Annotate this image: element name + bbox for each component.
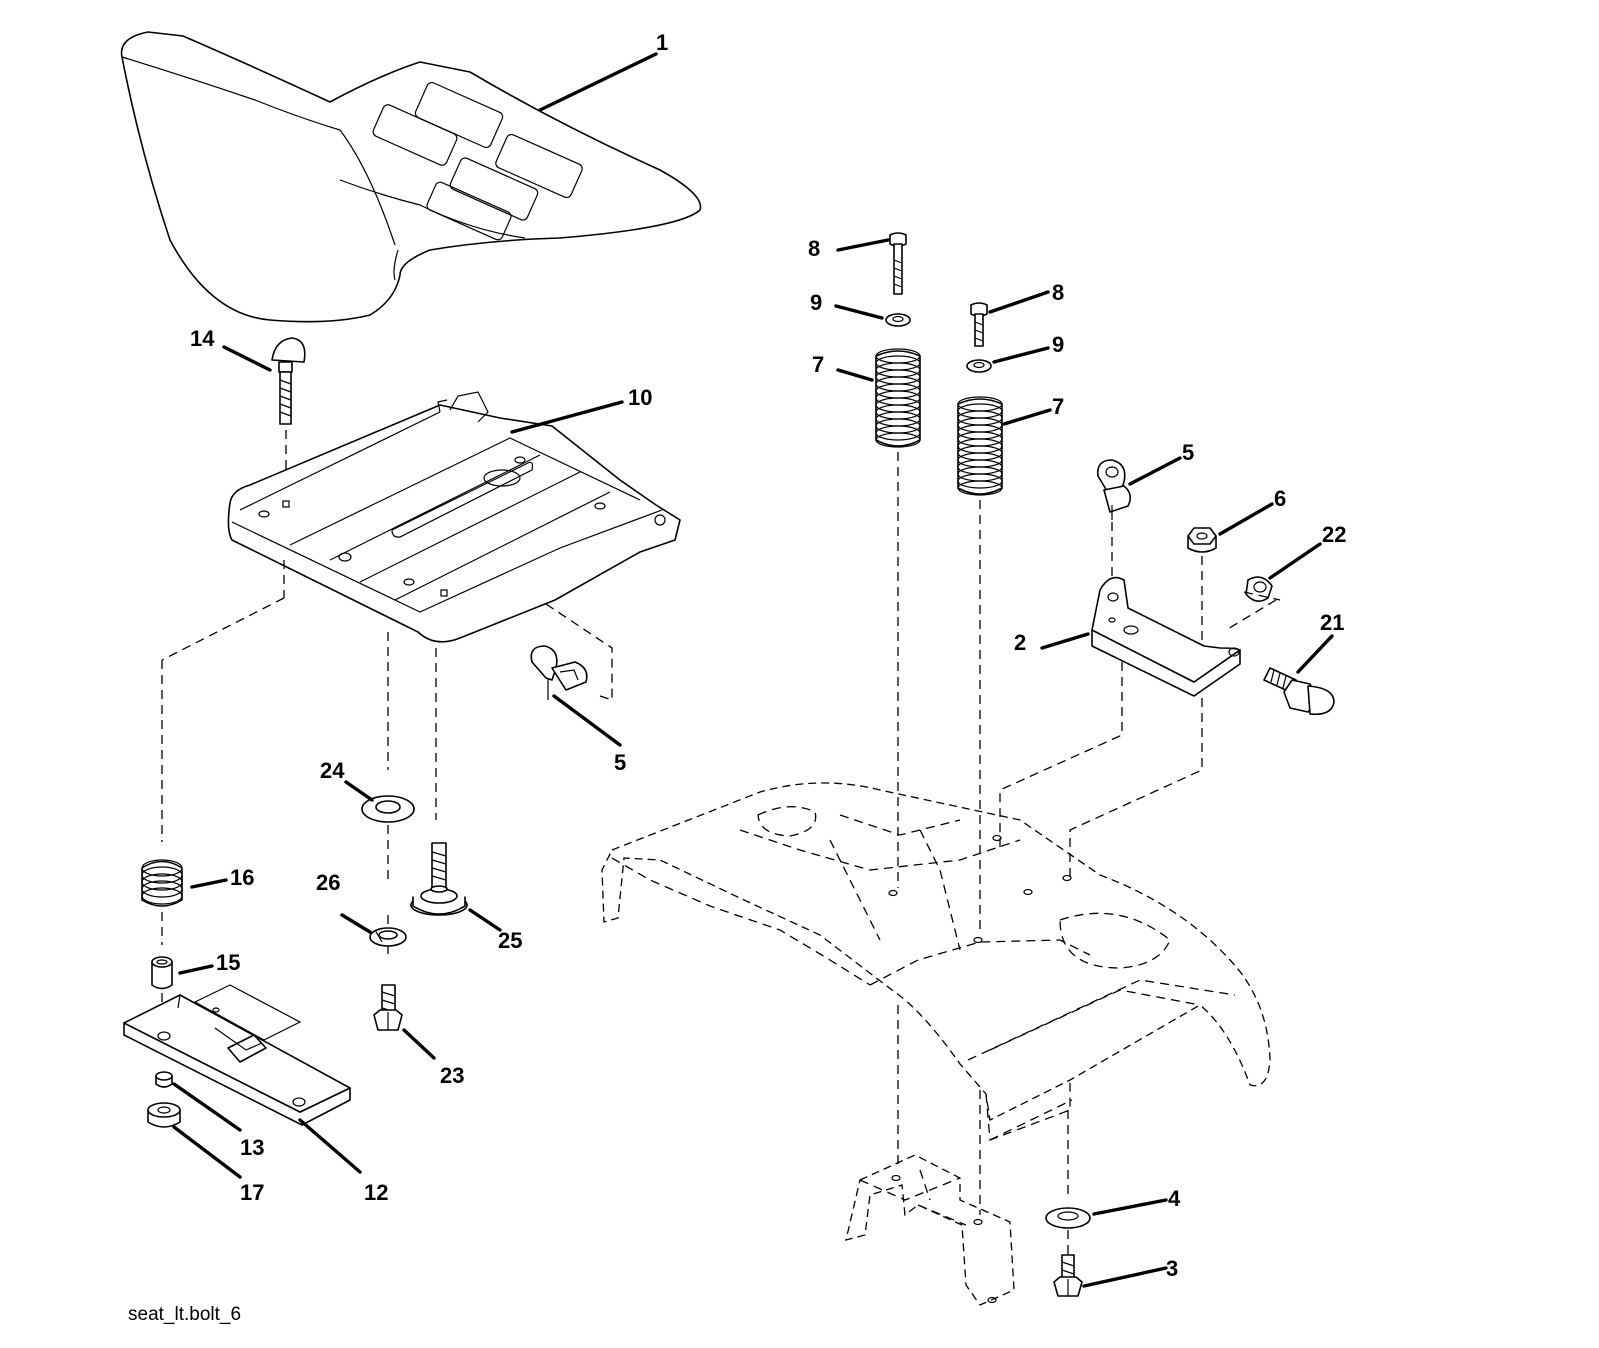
leader-15 (178, 964, 214, 975)
callout-8-left: 8 (808, 236, 820, 261)
callout-8-right: 8 (1052, 280, 1064, 305)
flange-nut-22 (1245, 576, 1273, 602)
carriage-bolt (271, 337, 306, 425)
leader-8-left (836, 238, 890, 252)
callout-5-left: 5 (614, 750, 626, 775)
leader-21 (1296, 634, 1334, 674)
leader-8-right (988, 290, 1050, 314)
callout-22: 22 (1322, 522, 1346, 547)
seat (120, 31, 702, 323)
callout-12: 12 (364, 1180, 388, 1205)
spacer (151, 956, 173, 990)
callout-7-left: 7 (812, 352, 824, 377)
leader-5-left (552, 694, 622, 747)
spring-bolt-right (970, 302, 988, 347)
seat-spring-right (957, 396, 1003, 496)
small-nut (155, 1071, 173, 1088)
callout-21: 21 (1320, 610, 1344, 635)
callout-2: 2 (1014, 630, 1026, 655)
leader-24 (344, 780, 374, 802)
diagram-caption: seat_lt.bolt_6 (128, 1304, 241, 1325)
callout-10: 10 (628, 385, 652, 410)
leader-3 (1082, 1266, 1168, 1288)
leader-1 (538, 52, 658, 112)
callout-1: 1 (656, 30, 668, 55)
callout-25: 25 (498, 928, 522, 953)
leader-22 (1268, 542, 1322, 580)
callout-14: 14 (190, 326, 215, 351)
leader-12 (298, 1118, 362, 1174)
leader-9-left (834, 304, 884, 320)
hex-nut-6 (1187, 527, 1217, 553)
leader-7-left (836, 368, 874, 382)
seat-bracket-plate (123, 984, 351, 1126)
callout-13: 13 (240, 1135, 264, 1160)
small-spring (141, 859, 183, 907)
hex-bolt-3 (1053, 1254, 1083, 1297)
fender-frame (601, 782, 1271, 1141)
flange-nut (147, 1102, 181, 1128)
callout-15: 15 (216, 950, 240, 975)
leader-25 (468, 908, 502, 932)
callout-23: 23 (440, 1063, 464, 1088)
lower-mount-bracket (845, 1154, 1015, 1306)
spring-bolt-left (889, 232, 907, 295)
leader-13 (172, 1082, 242, 1132)
shoulder-bolt (410, 842, 468, 916)
leader-23 (402, 1028, 436, 1060)
leader-4 (1092, 1198, 1168, 1216)
callout-17: 17 (240, 1180, 264, 1205)
flat-washer-24 (361, 795, 415, 823)
leader-6 (1218, 502, 1274, 536)
seat-adjust-bracket (1091, 576, 1241, 697)
leader-7-right (1002, 408, 1052, 426)
seat-clip-right (1096, 459, 1132, 520)
callout-26: 26 (316, 870, 340, 895)
leader-14 (222, 345, 272, 372)
leader-17 (172, 1125, 242, 1179)
callout-6: 6 (1274, 486, 1286, 511)
spring-washer-left (885, 313, 911, 327)
callout-9-right: 9 (1052, 332, 1064, 357)
seat-clip-left (530, 645, 588, 700)
leader-26 (340, 913, 372, 934)
callout-4: 4 (1168, 1186, 1181, 1211)
callout-24: 24 (320, 758, 345, 783)
leader-9-right (992, 346, 1050, 364)
hex-bolt-23 (373, 984, 403, 1031)
leader-16 (190, 878, 228, 889)
flat-washer-4 (1045, 1207, 1091, 1229)
leader-10 (510, 400, 624, 434)
seat-spring-left (875, 348, 921, 448)
callout-5-right: 5 (1182, 440, 1194, 465)
callout-7-right: 7 (1052, 394, 1064, 419)
spring-washer-right (966, 359, 992, 373)
callout-9-left: 9 (810, 290, 822, 315)
leader-5-right (1128, 456, 1182, 486)
callout-3: 3 (1166, 1256, 1178, 1281)
lock-washer (369, 927, 407, 947)
callout-16: 16 (230, 865, 254, 890)
leader-2 (1040, 632, 1090, 650)
seat-pan (227, 391, 681, 643)
shoulder-bolt-21 (1263, 667, 1335, 716)
